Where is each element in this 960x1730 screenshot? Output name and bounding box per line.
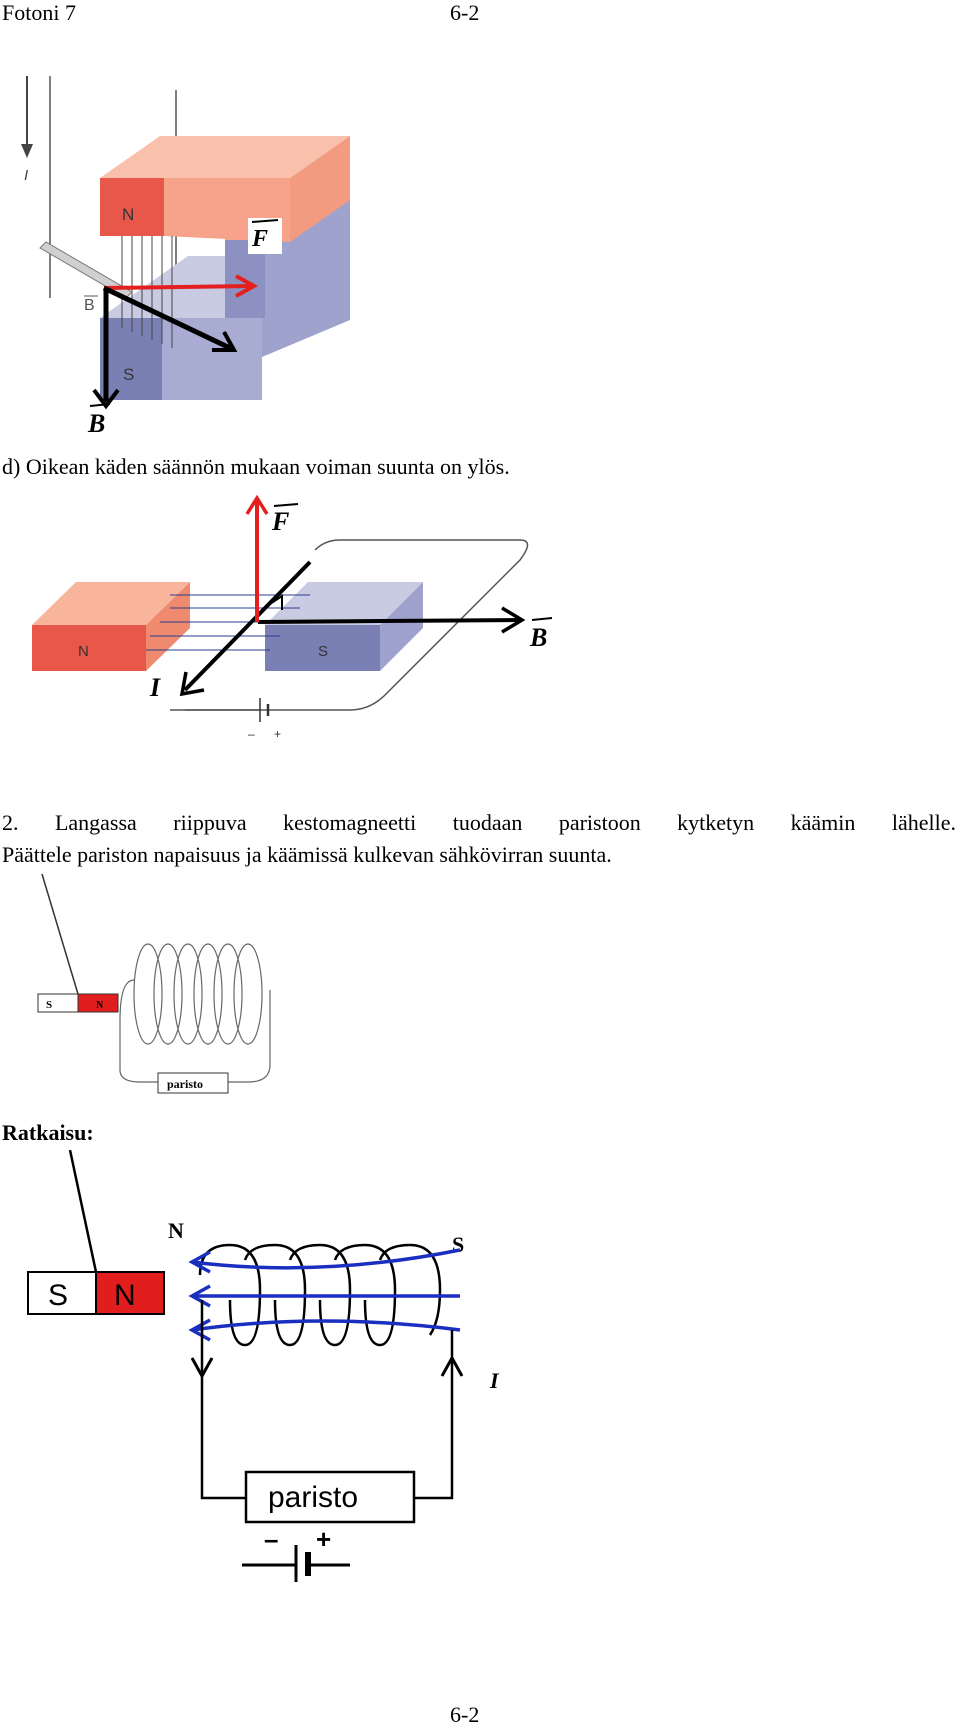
magnet-south-small: S [46,999,52,1011]
north-pole-label: N [122,205,134,224]
current-label-small: I [24,167,28,184]
figure-coil-solution: S N N S I paristo – + [27,1150,500,1582]
solution-heading: Ratkaisu: [2,1120,94,1145]
battery-plus: + [274,727,281,740]
field-label-2: B [529,623,547,652]
field-label-small: B [84,297,95,314]
battery-plus-sign: + [316,1524,331,1554]
current-label: I [149,673,161,702]
south-pole-label: S [123,365,134,384]
task2-line2: Päättele pariston napaisuus ja käämissä … [2,842,612,867]
field-label: B [87,409,105,438]
coil-south-label: S [452,1232,464,1257]
header-page-number: 6-2 [450,0,480,25]
battery-minus-sign: – [264,1524,278,1554]
coil-north-label: N [168,1218,184,1243]
battery-label-small: paristo [167,1077,203,1091]
battery-minus: – [248,727,255,740]
figure-coil-question: S N paristo [37,873,271,1094]
figure-bar-magnets: – + N S I B F [32,494,553,740]
force-label-2: F [271,507,289,536]
battery-label: paristo [268,1481,358,1514]
footer-page-number: 6-2 [450,1702,480,1727]
south-magnet-label: S [318,643,328,660]
force-label: F [251,226,268,252]
header-title: Fotoni 7 [2,0,76,25]
magnet-south: S [48,1279,68,1312]
magnet-north: N [114,1279,136,1312]
task2-line1: 2. Langassa riippuva kestomagneetti tuod… [2,810,956,835]
coil-current-label: I [489,1368,500,1393]
north-magnet-label: N [78,643,89,660]
magnet-north-small: N [96,1000,104,1011]
figure-horseshoe-magnet: I S N F B B [21,76,350,438]
answer-d-text: d) Oikean käden säännön mukaan voiman su… [2,454,510,479]
